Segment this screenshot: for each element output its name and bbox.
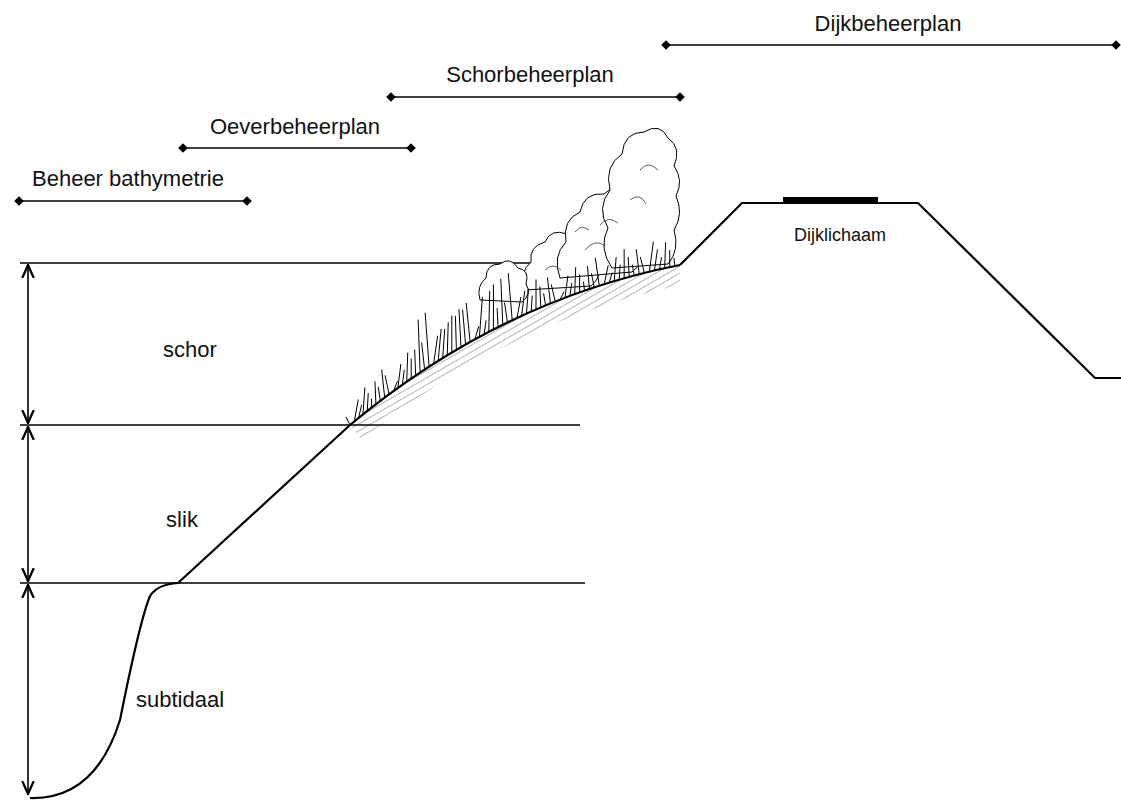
grass-strokes bbox=[346, 242, 675, 425]
grass-blade bbox=[411, 359, 412, 379]
grass-blade bbox=[632, 264, 634, 275]
zone-label: slik bbox=[166, 508, 198, 532]
grass-blade bbox=[501, 279, 503, 325]
grass-blade bbox=[640, 257, 644, 273]
grass-blade bbox=[570, 283, 572, 296]
grass-blade bbox=[459, 309, 461, 347]
grass-blade bbox=[587, 266, 589, 289]
scope-label: Dijkbeheerplan bbox=[815, 12, 962, 36]
grass-blade bbox=[497, 308, 498, 327]
grass-blade bbox=[402, 370, 404, 385]
grass-blade bbox=[346, 417, 350, 425]
grass-blade bbox=[438, 329, 441, 361]
grass-blade bbox=[354, 399, 358, 421]
grass-blade bbox=[649, 242, 653, 272]
bed-profile bbox=[30, 265, 680, 798]
grass-blade bbox=[575, 267, 576, 294]
grass-blade bbox=[382, 370, 385, 398]
grass-blade bbox=[674, 258, 675, 266]
grass-blade bbox=[466, 303, 470, 342]
scope-brackets bbox=[19, 45, 1116, 201]
grass-blade bbox=[665, 242, 666, 268]
grass-blade bbox=[463, 310, 466, 345]
grass-blade bbox=[505, 303, 508, 323]
grass-blade bbox=[522, 291, 525, 316]
grass-blade bbox=[475, 326, 479, 339]
zone-arrows bbox=[27, 265, 29, 794]
grass-blade bbox=[493, 285, 494, 330]
grass-blade bbox=[624, 249, 625, 278]
grass-blade bbox=[508, 273, 512, 320]
grass-blade bbox=[591, 273, 594, 287]
grass-blade bbox=[415, 350, 416, 376]
grass-blade bbox=[443, 329, 445, 358]
scope-label: Schorbeheerplan bbox=[446, 63, 614, 87]
grass-blade bbox=[604, 265, 608, 284]
grass-blade bbox=[551, 284, 555, 301]
grass-blade bbox=[489, 291, 490, 332]
grass-blade bbox=[669, 250, 670, 267]
grass-blade bbox=[455, 316, 456, 350]
grass-blade bbox=[614, 257, 616, 281]
level-lines bbox=[20, 263, 592, 583]
grass-blade bbox=[367, 393, 368, 411]
grass-blade bbox=[583, 282, 584, 291]
grass-blade bbox=[531, 296, 532, 312]
grass-blade bbox=[560, 292, 564, 300]
grass-blade bbox=[547, 277, 550, 303]
grass-blade bbox=[479, 297, 482, 337]
zone-label: schor bbox=[163, 338, 217, 362]
marsh-vegetation bbox=[479, 128, 680, 302]
grass-blade bbox=[393, 381, 397, 391]
grass-blade bbox=[517, 297, 521, 318]
grass-blade bbox=[526, 289, 528, 314]
grass-blade bbox=[536, 279, 537, 309]
grass-blade bbox=[579, 274, 580, 292]
grass-blade bbox=[540, 286, 541, 307]
grass-blade bbox=[434, 336, 438, 364]
grass-blade bbox=[628, 257, 629, 277]
grass-blade bbox=[378, 387, 380, 401]
grass-blade bbox=[595, 258, 599, 286]
grass-blade bbox=[544, 293, 546, 305]
dike-body bbox=[680, 203, 1121, 378]
grass-blade bbox=[619, 265, 620, 280]
grass-blade bbox=[565, 276, 568, 298]
grass-blade bbox=[484, 320, 486, 334]
grass-blade bbox=[398, 364, 401, 388]
grass-blade bbox=[407, 353, 408, 382]
grass-blade bbox=[451, 316, 452, 353]
grass-blade bbox=[418, 320, 420, 373]
grass-blade bbox=[636, 249, 639, 274]
scope-label: Beheer bathymetrie bbox=[32, 167, 224, 191]
scope-label: Oeverbeheerplan bbox=[210, 115, 380, 139]
grass-blade bbox=[359, 405, 362, 418]
grass-blade bbox=[447, 322, 448, 355]
grass-blade bbox=[363, 387, 365, 414]
dike-label: Dijklichaam bbox=[794, 226, 886, 246]
grass-blade bbox=[422, 343, 425, 370]
dike-crest-road bbox=[783, 197, 878, 203]
grass-blade bbox=[425, 313, 429, 367]
grass-blade bbox=[609, 273, 612, 283]
zone-label: subtidaal bbox=[136, 688, 224, 712]
grass-blade bbox=[375, 381, 376, 404]
grass-blade bbox=[371, 399, 372, 408]
grass-blade bbox=[660, 257, 662, 269]
grass-blade bbox=[385, 375, 389, 394]
grass-blade bbox=[654, 249, 657, 270]
